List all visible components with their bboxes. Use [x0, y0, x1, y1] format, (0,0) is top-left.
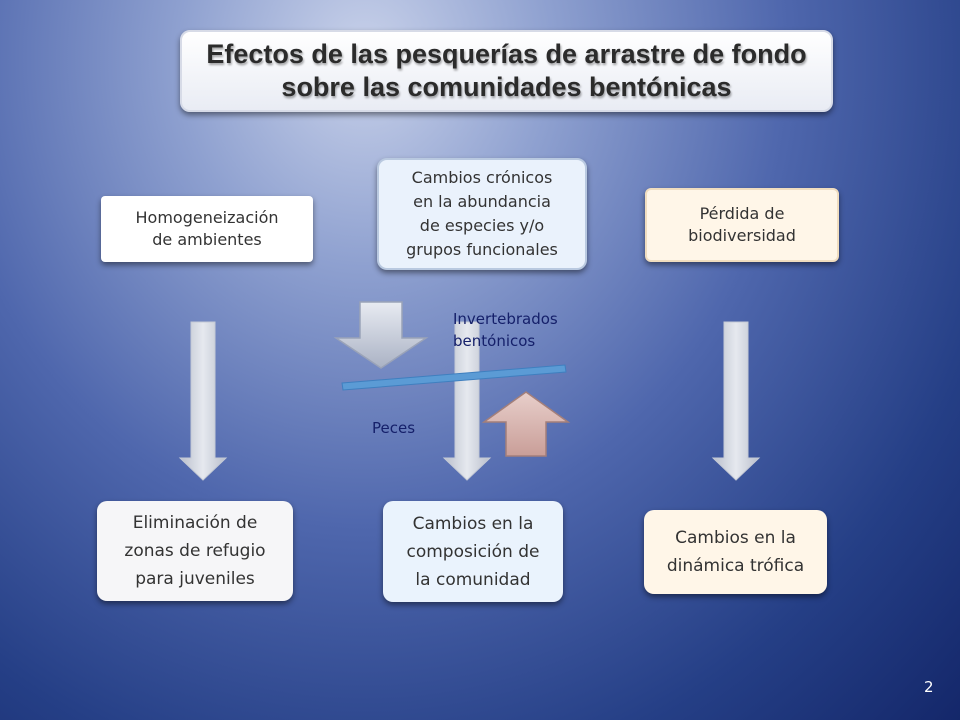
seesaw-bar: [341, 364, 567, 391]
box-homogeneizacion: Homogeneización de ambientes: [101, 196, 313, 262]
box-text-line: zonas de refugio: [124, 541, 266, 561]
label-line: Invertebrados: [453, 310, 558, 328]
box-text-line: para juveniles: [135, 569, 255, 589]
title-line-2: sobre las comunidades bentónicas: [281, 72, 732, 102]
box-eliminacion-refugio: Eliminación de zonas de refugio para juv…: [97, 501, 293, 601]
block-arrow-down-icon: [333, 301, 429, 369]
page-number: 2: [924, 678, 934, 696]
arrow-down-right: [711, 321, 761, 481]
box-text-line: de ambientes: [152, 230, 262, 249]
box-text-line: Pérdida de: [699, 204, 785, 223]
box-text-line: Eliminación de: [132, 513, 258, 533]
box-text-line: la comunidad: [415, 569, 531, 590]
label-line: bentónicos: [453, 332, 536, 350]
arrow-down-center: [442, 321, 492, 481]
block-arrow-up-icon: [481, 391, 571, 457]
arrow-down-left: [178, 321, 228, 481]
box-perdida-biodiversidad: Pérdida de biodiversidad: [645, 188, 839, 262]
label-invertebrados: Invertebrados bentónicos: [453, 308, 558, 352]
box-text-line: dinámica trófica: [666, 556, 805, 576]
title-line-1: Efectos de las pesquerías de arrastre de…: [206, 39, 807, 69]
box-text-line: de especies y/o: [419, 216, 545, 235]
box-text-line: Cambios en la: [675, 528, 796, 548]
box-text-line: composición de: [406, 541, 540, 562]
box-text-line: Homogeneización: [135, 208, 279, 227]
box-text-line: grupos funcionales: [406, 240, 558, 259]
box-text-line: Cambios en la: [412, 513, 534, 534]
box-cambios-composicion: Cambios en la composición de la comunida…: [383, 501, 563, 602]
box-cambios-dinamica: Cambios en la dinámica trófica: [644, 510, 827, 594]
box-text-line: en la abundancia: [413, 192, 551, 211]
box-cambios-cronicos: Cambios crónicos en la abundancia de esp…: [377, 158, 587, 270]
box-text-line: biodiversidad: [688, 226, 796, 245]
label-peces: Peces: [372, 419, 416, 437]
slide-title: Efectos de las pesquerías de arrastre de…: [180, 30, 833, 112]
box-text-line: Cambios crónicos: [411, 168, 553, 187]
